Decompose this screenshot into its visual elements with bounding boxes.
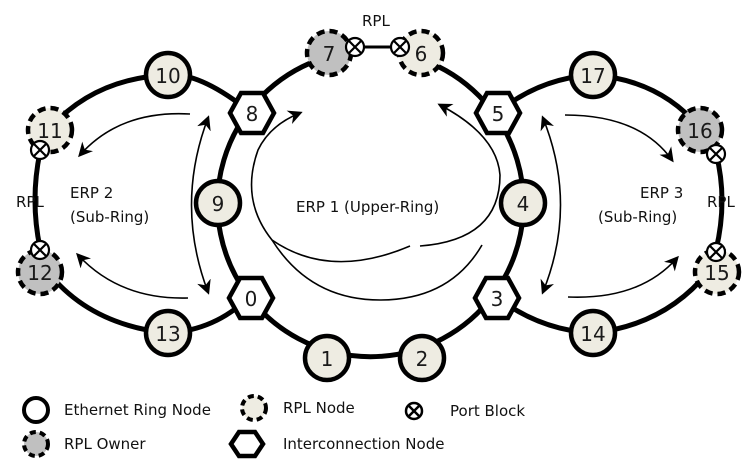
ethernet-node-shape	[143, 308, 193, 358]
node-label: 13	[155, 322, 180, 346]
interconnection-node-shape	[227, 90, 277, 136]
port-blocks	[29, 36, 727, 263]
erp1-label: ERP 1 (Upper-Ring)	[296, 198, 439, 216]
node-7: 7	[304, 28, 354, 78]
node-label: 8	[246, 102, 259, 126]
node-10: 10	[143, 50, 193, 100]
erp1-arrow-left	[250, 110, 411, 263]
node-label: 5	[492, 102, 505, 126]
ethernet-node-shape	[397, 333, 447, 383]
node-16: 16	[675, 105, 725, 155]
legend-port-block-icon	[404, 401, 424, 421]
ethernet-node-shape	[498, 178, 548, 228]
interconnection-node-shape	[473, 90, 523, 136]
node-label: 16	[687, 119, 712, 143]
rpl-label-left: RPL	[16, 193, 44, 211]
ethernet-node-shape	[143, 50, 193, 100]
node-8: 8	[227, 90, 277, 136]
node-0: 0	[226, 275, 276, 321]
legend-rpl-node-icon	[240, 394, 268, 422]
node-17: 17	[568, 50, 618, 100]
node-label: 3	[491, 287, 504, 311]
rpl-node-shape	[692, 247, 742, 297]
legend-ethernet-node-label: Ethernet Ring Node	[64, 401, 211, 419]
node-label: 17	[580, 64, 605, 88]
node-label: 4	[517, 192, 530, 216]
node-label: 9	[212, 192, 225, 216]
node-12: 12	[15, 247, 65, 297]
erp1-arrow-right	[419, 103, 501, 247]
ethernet-node-shape	[193, 178, 243, 228]
node-label: 12	[27, 261, 52, 285]
legend-ethernet-node-icon	[22, 396, 50, 424]
erp2-label-line2: (Sub-Ring)	[70, 208, 149, 226]
erp3-arrow-vertical	[540, 115, 562, 295]
ethernet-node-shape	[302, 333, 352, 383]
rpl-owner-shape	[675, 105, 725, 155]
port-block-icon	[389, 36, 411, 58]
port-block-icon	[29, 239, 51, 261]
node-label: 7	[323, 42, 336, 66]
rpl-label-top: RPL	[362, 12, 390, 30]
port-block-icon	[705, 143, 727, 165]
protection-arrows	[76, 103, 679, 301]
node-label: 11	[37, 119, 62, 143]
node-3: 3	[472, 275, 522, 321]
node-label: 10	[155, 64, 180, 88]
legend-interconnection-icon	[228, 429, 266, 459]
port-block-icon	[29, 139, 51, 161]
legend: Ethernet Ring Node RPL Node Port Block R…	[22, 394, 525, 459]
node-1: 1	[302, 333, 352, 383]
legend-rpl-owner-icon	[22, 430, 50, 458]
legend-rpl-node-label: RPL Node	[283, 399, 355, 417]
erp3-arrow-lower	[567, 255, 679, 298]
erp2-arrow-upper	[78, 112, 191, 158]
node-14: 14	[568, 308, 618, 358]
interconnection-node-shape	[472, 275, 522, 321]
node-label: 14	[580, 322, 605, 346]
erp3-label-line2: (Sub-Ring)	[598, 208, 677, 226]
node-label: 0	[245, 287, 258, 311]
interconnection-node-shape	[226, 275, 276, 321]
port-block-icon	[705, 241, 727, 263]
erp2-arrow-lower	[76, 252, 189, 299]
erp1-ring-link	[215, 57, 526, 360]
node-15: 15	[692, 247, 742, 297]
erp2-label-line1: ERP 2	[70, 184, 113, 202]
erp2-ring-link-rpl	[32, 151, 43, 249]
port-block-icon	[344, 36, 366, 58]
ethernet-node-shape	[568, 50, 618, 100]
legend-interconnection-label: Interconnection Node	[283, 435, 444, 453]
rpl-label-right: RPL	[707, 193, 735, 211]
node-5: 5	[473, 90, 523, 136]
node-label: 2	[416, 347, 429, 371]
rpl-owner-shape	[15, 247, 65, 297]
node-4: 4	[498, 178, 548, 228]
node-label: 1	[321, 347, 334, 371]
legend-port-block-label: Port Block	[450, 402, 525, 420]
node-2: 2	[397, 333, 447, 383]
ethernet-node-shape	[568, 308, 618, 358]
erp1-circle-arrow	[271, 239, 483, 301]
erp3-label-line1: ERP 3	[640, 184, 683, 202]
node-13: 13	[143, 308, 193, 358]
node-label: 15	[704, 261, 729, 285]
node-label: 6	[415, 42, 428, 66]
erp2-arrow-vertical	[190, 115, 211, 295]
erp3-arrow-upper	[564, 114, 674, 163]
legend-rpl-owner-label: RPL Owner	[64, 435, 146, 453]
node-9: 9	[193, 178, 243, 228]
